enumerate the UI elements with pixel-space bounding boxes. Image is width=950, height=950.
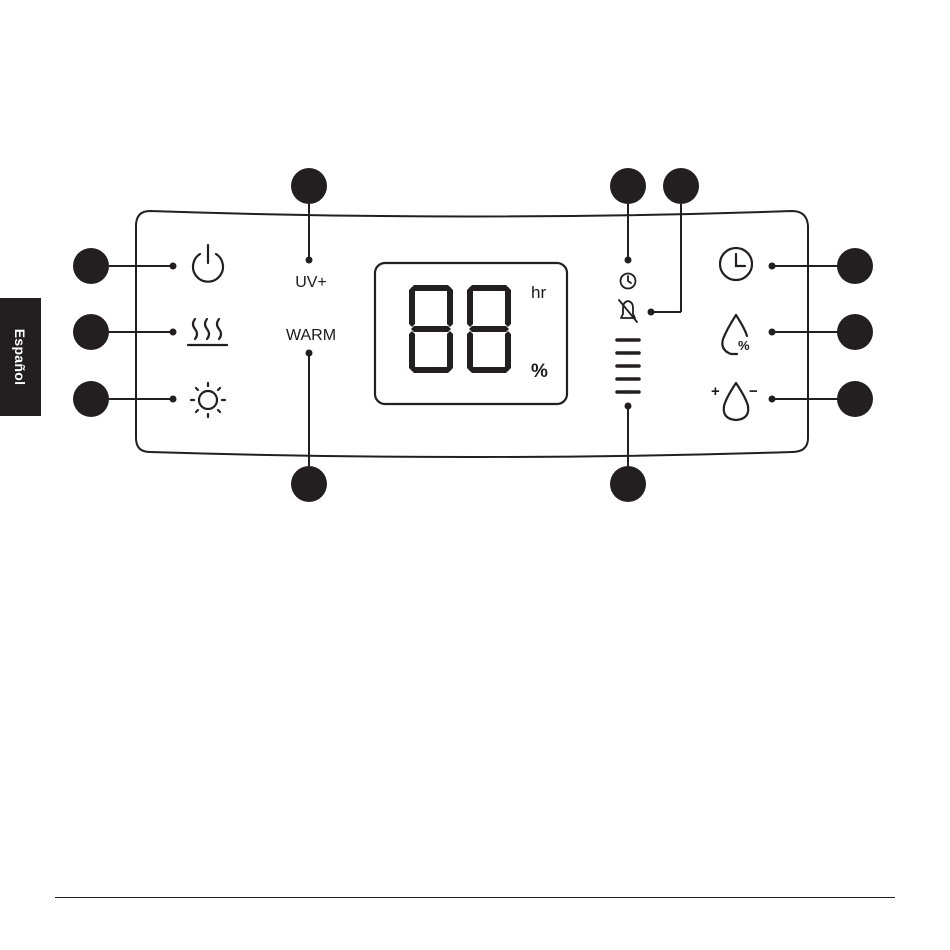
digit-1-segment-g [411,326,451,332]
mist-plus-sign: + [711,383,720,400]
clock-icon [621,274,636,289]
timer-button-icon[interactable] [720,248,752,280]
digit-2-segment-a [469,285,509,291]
humidity-button-percent: % [738,338,750,353]
digit-2-segment-g [469,326,509,332]
bell-off-icon [619,300,637,322]
callout-mist-button [769,381,874,417]
droplet-plus-minus-icon[interactable]: + − [711,383,758,420]
mist-minus-sign: − [749,383,758,400]
callout-humidity-button [769,314,874,350]
heat-waves-icon[interactable] [188,319,227,345]
uv-indicator-label: UV+ [295,274,327,291]
footer-rule [55,897,895,898]
sun-icon[interactable] [191,383,225,417]
digit-2-segment-d [469,367,509,373]
callout-mist-level [610,403,646,503]
digit-1-segment-d [411,367,451,373]
digit-1-segment-b [447,287,453,327]
digit-2-segment-e [467,331,473,371]
level-bars-icon [617,340,639,392]
display-unit-percent: % [531,361,548,382]
seven-segment-digits [409,285,511,373]
droplet-percent-icon[interactable]: % [722,315,750,354]
digit-1-segment-f [409,287,415,327]
callout-light [73,381,177,417]
digit-1-segment-e [409,331,415,371]
digit-1-segment-c [447,331,453,371]
callout-warm-indicator [291,350,327,503]
warm-indicator-label: WARM [286,327,336,344]
digit-2-segment-f [467,287,473,327]
callout-warm-mist [73,314,177,350]
digit-1-segment-a [411,285,451,291]
digit-2-segment-b [505,287,511,327]
display-unit-hours: hr [531,283,546,302]
callout-timer-button [769,248,874,284]
digit-2-segment-c [505,331,511,371]
power-icon[interactable] [193,245,223,282]
callout-power [73,248,177,284]
callout-sleep-indicator [648,168,700,316]
